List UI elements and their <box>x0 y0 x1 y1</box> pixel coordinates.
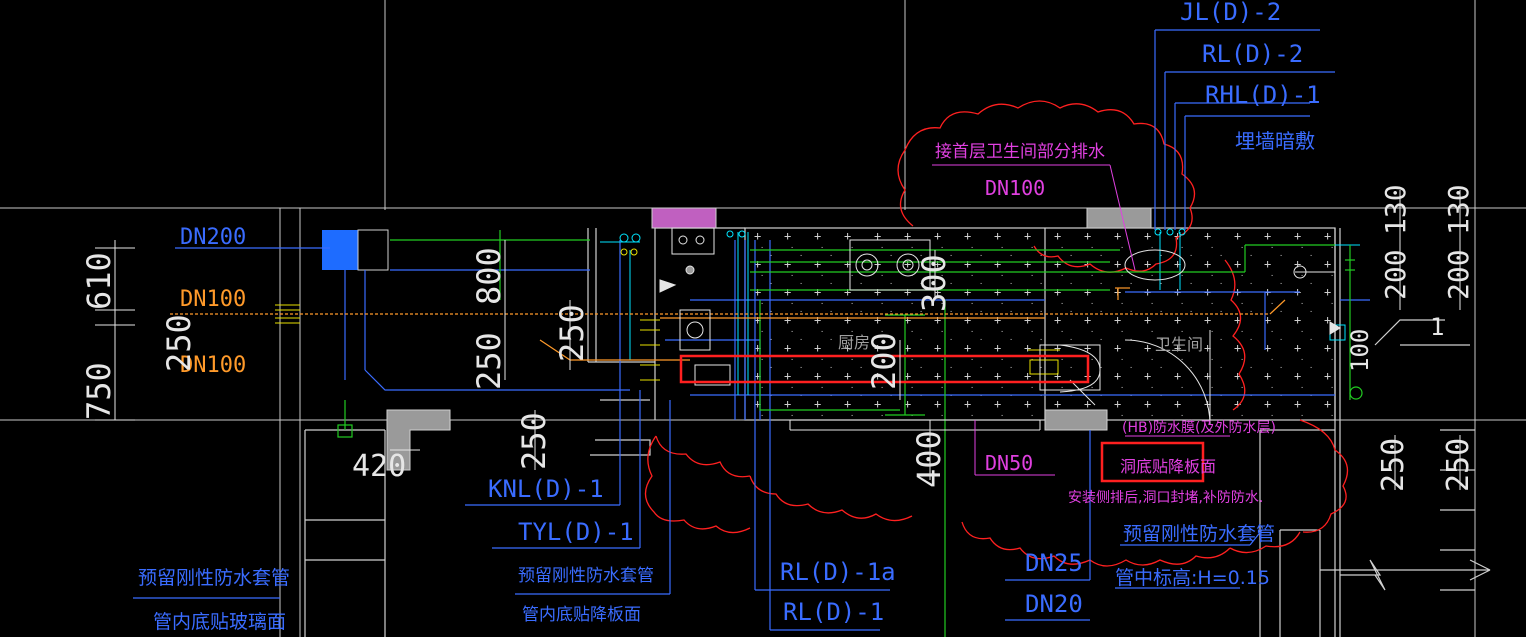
highlight-box-note[interactable] <box>1100 441 1205 483</box>
note-sleeve-left-1: 预留刚性防水套管 <box>138 567 290 589</box>
dim-800: 800 <box>470 247 508 305</box>
label-dn200: DN200 <box>180 225 246 250</box>
dim-610: 610 <box>80 252 118 310</box>
label-rl-d-2: RL(D)-2 <box>1202 40 1303 68</box>
dimension-lines <box>95 190 1461 490</box>
dim-300: 300 <box>915 254 953 312</box>
label-dn50: DN50 <box>985 451 1033 475</box>
note-upper-drain: 接首层卫生间部分排水 <box>935 142 1105 162</box>
label-dn20: DN20 <box>1025 590 1083 618</box>
dim-420: 420 <box>352 449 406 484</box>
label-rl-d-1: RL(D)-1 <box>783 598 884 626</box>
label-dn100-left-1: DN100 <box>180 287 246 312</box>
note-floor-drain: (HB)防水膜(及外防水层) <box>1122 420 1276 436</box>
magenta-leaders <box>932 164 1230 476</box>
note-sleeve-right-2: 管中标高:H=0.15 <box>1115 567 1270 589</box>
note-install: 安装侧排后,洞口封堵,补防防水. <box>1068 490 1263 506</box>
dim-400: 400 <box>910 430 948 488</box>
dim-130-right-1: 130 <box>1379 184 1412 235</box>
note-boxed: 洞底贴降板面 <box>1120 457 1216 476</box>
note-sleeve-left-2: 管内底贴玻璃面 <box>153 611 286 633</box>
dim-130-right-2: 130 <box>1442 184 1475 235</box>
red-highlight-boxes <box>679 354 1205 483</box>
note-sleeve-mid-1: 预留刚性防水套管 <box>518 566 654 586</box>
label-rl-d-1a: RL(D)-1a <box>780 558 896 586</box>
floor-hatch-area <box>745 230 1335 420</box>
label-knl-d-1: KNL(D)-1 <box>488 475 604 503</box>
dim-250-right-2: 250 <box>1441 438 1476 492</box>
note-wall-embed: 埋墙暗敷 <box>1235 129 1315 153</box>
label-rhl-d-1: RHL(D)-1 <box>1205 81 1321 109</box>
dim-250-mid-1: 250 <box>470 332 508 390</box>
dim-250-right-1: 250 <box>1376 438 1411 492</box>
yellow-ticks <box>275 248 1060 381</box>
riser-block <box>322 230 358 270</box>
dim-200-right-2: 200 <box>1442 249 1475 300</box>
label-jl-d-2: JL(D)-2 <box>1180 0 1281 26</box>
label-tyl-d-1: TYL(D)-1 <box>518 518 634 546</box>
dim-750: 750 <box>80 362 118 420</box>
column-blocks <box>322 207 1152 471</box>
room-label-bathroom: 卫生间 <box>1155 335 1203 354</box>
label-dn100-left-2: DN100 <box>180 353 246 378</box>
dim-250-bottom: 250 <box>515 412 553 470</box>
dim-200: 200 <box>865 332 903 390</box>
note-sleeve-mid-2: 管内底贴降板面 <box>522 605 641 625</box>
label-dn100-top: DN100 <box>985 176 1045 200</box>
blue-pipes <box>133 29 1370 631</box>
highlight-box-pipe[interactable] <box>679 354 1090 384</box>
dim-200-right-1: 200 <box>1379 249 1412 300</box>
dim-100-right: 100 <box>1346 329 1374 372</box>
dim-1-right: 1 <box>1430 313 1444 341</box>
room-label-kitchen: 厨房 <box>838 333 870 352</box>
note-sleeve-right-1: 预留刚性防水套管 <box>1123 523 1275 545</box>
fixtures <box>659 227 1341 431</box>
label-dn25: DN25 <box>1025 549 1083 577</box>
dim-250-mid-2: 250 <box>553 304 591 362</box>
dim-250-left: 250 <box>160 314 198 372</box>
orange-pipes <box>170 287 1286 361</box>
